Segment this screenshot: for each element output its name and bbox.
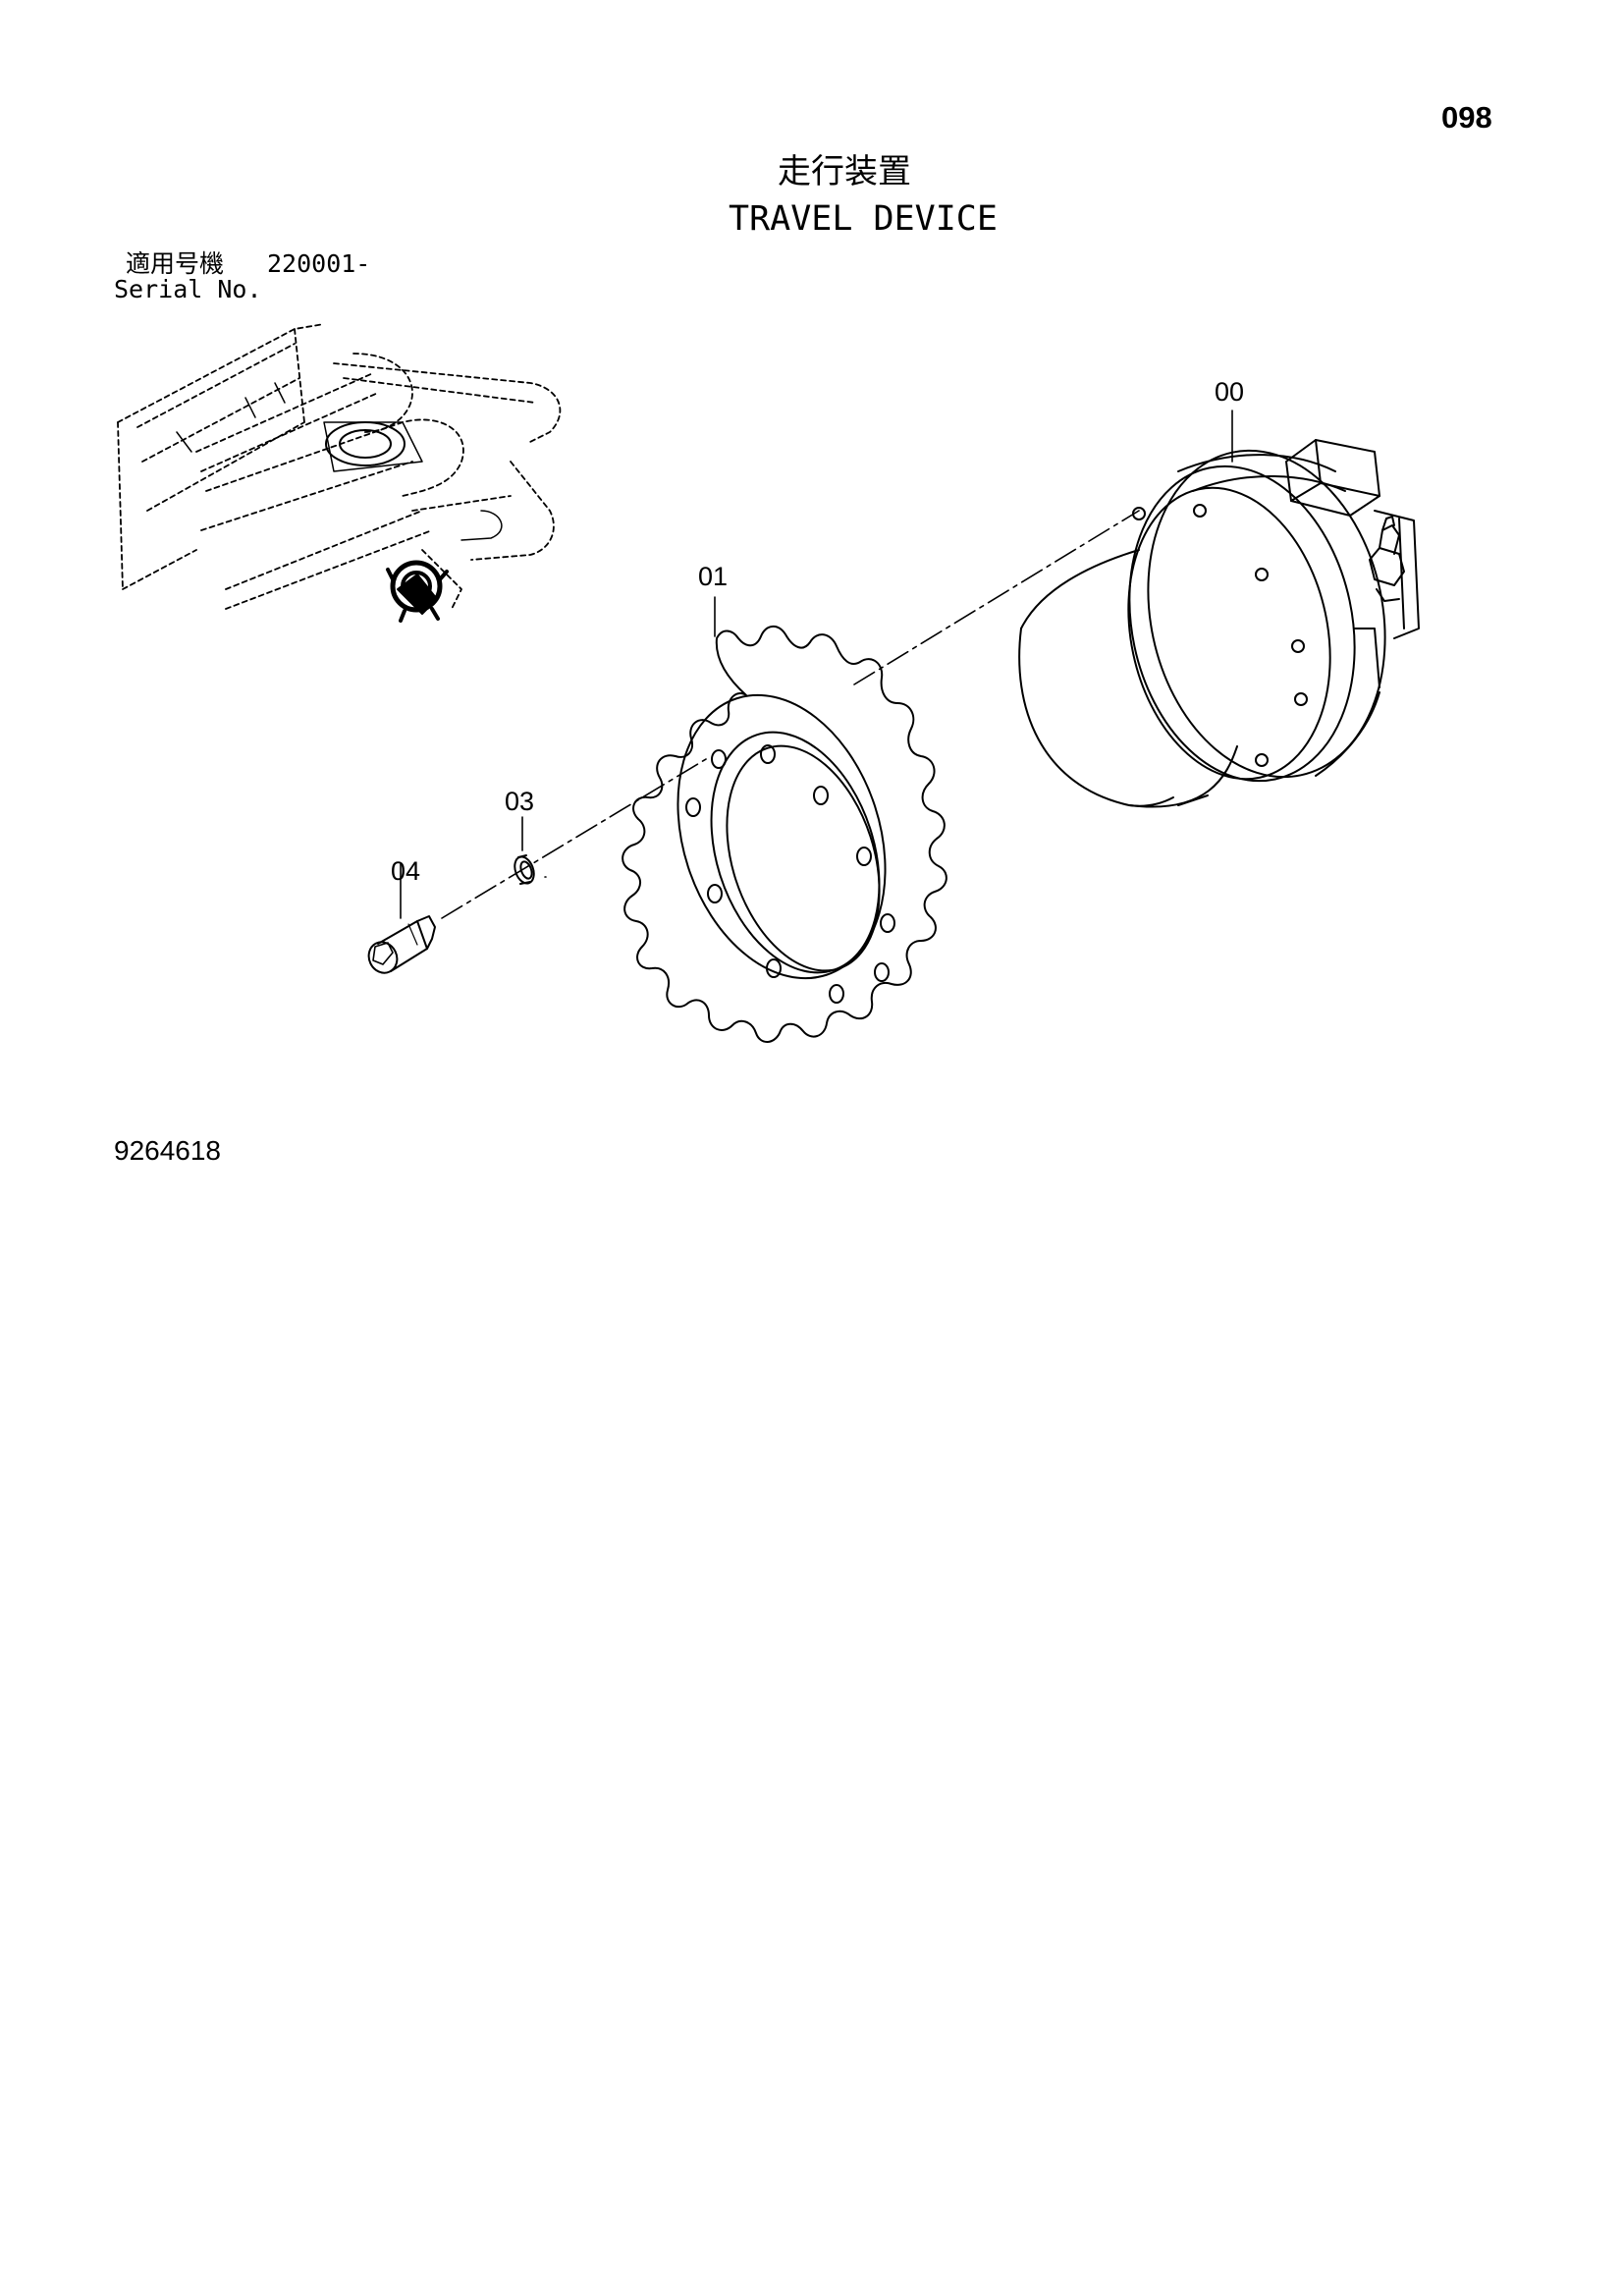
part-sprocket <box>622 596 947 1043</box>
serial-label-english: Serial No. <box>114 275 262 303</box>
assembly-center-lines <box>441 510 1140 919</box>
part-bolt <box>367 863 436 974</box>
sprocket-outline <box>622 626 947 1043</box>
callout-label-00: 00 <box>1215 377 1245 407</box>
page-title-english: TRAVEL DEVICE <box>729 199 998 239</box>
callout-label-04: 04 <box>391 856 421 886</box>
page-title-japanese: 走行装置 <box>778 152 911 191</box>
part-travel-motor <box>1018 410 1420 808</box>
callout-label-03: 03 <box>505 787 535 816</box>
callout-label-01: 01 <box>698 562 729 591</box>
location-inset-undercarriage <box>117 323 562 623</box>
page-number: 098 <box>1441 100 1492 135</box>
part-washer <box>514 816 535 885</box>
drawing-number: 9264618 <box>114 1135 222 1166</box>
serial-label-japanese: 適用号機 <box>126 249 225 278</box>
serial-range: 220001- <box>267 249 371 278</box>
